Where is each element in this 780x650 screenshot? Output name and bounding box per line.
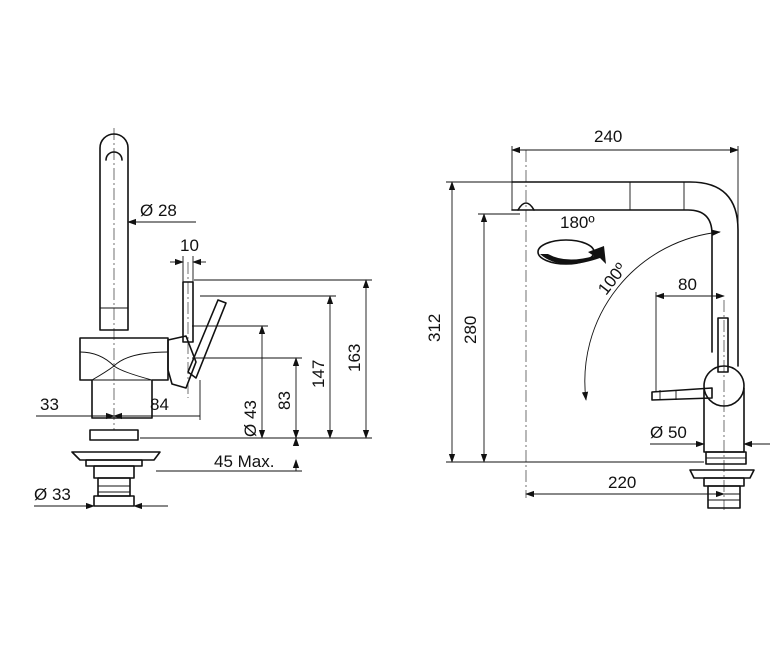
front-view: 240 180º 100º 80 312 280 Ø 50 220 xyxy=(425,127,770,510)
side-base xyxy=(71,429,161,507)
dim-shank-diameter: Ø 33 xyxy=(34,485,71,504)
lever-angle-arc xyxy=(581,229,721,401)
dim-spout-reach: 240 xyxy=(594,127,622,146)
dim-height-83: 83 xyxy=(275,391,294,410)
dim-lever-offset: 80 xyxy=(678,275,697,294)
dim-height-147: 147 xyxy=(309,360,328,388)
dim-lever-width: 10 xyxy=(180,236,199,255)
dim-swivel-angle: 180º xyxy=(560,213,595,232)
front-base xyxy=(689,451,755,509)
dim-max-thickness: 45 Max. xyxy=(214,452,274,471)
dim-spout-diameter: Ø 28 xyxy=(140,201,177,220)
side-lever xyxy=(167,262,227,398)
front-lever xyxy=(651,317,729,401)
dim-reach: 220 xyxy=(608,473,636,492)
dim-height-163: 163 xyxy=(345,344,364,372)
swivel-rotation-icon xyxy=(537,239,606,265)
dim-spout-height: 280 xyxy=(461,316,480,344)
dim-body-diameter: Ø 43 xyxy=(241,400,260,437)
side-spout xyxy=(99,128,129,430)
dim-base-right: 84 xyxy=(150,395,169,414)
dim-body-diameter-front: Ø 50 xyxy=(650,423,687,442)
side-view: Ø 28 10 33 84 Ø 43 83 147 163 xyxy=(34,128,372,510)
dim-total-height: 312 xyxy=(425,314,444,342)
dim-base-left: 33 xyxy=(40,395,59,414)
